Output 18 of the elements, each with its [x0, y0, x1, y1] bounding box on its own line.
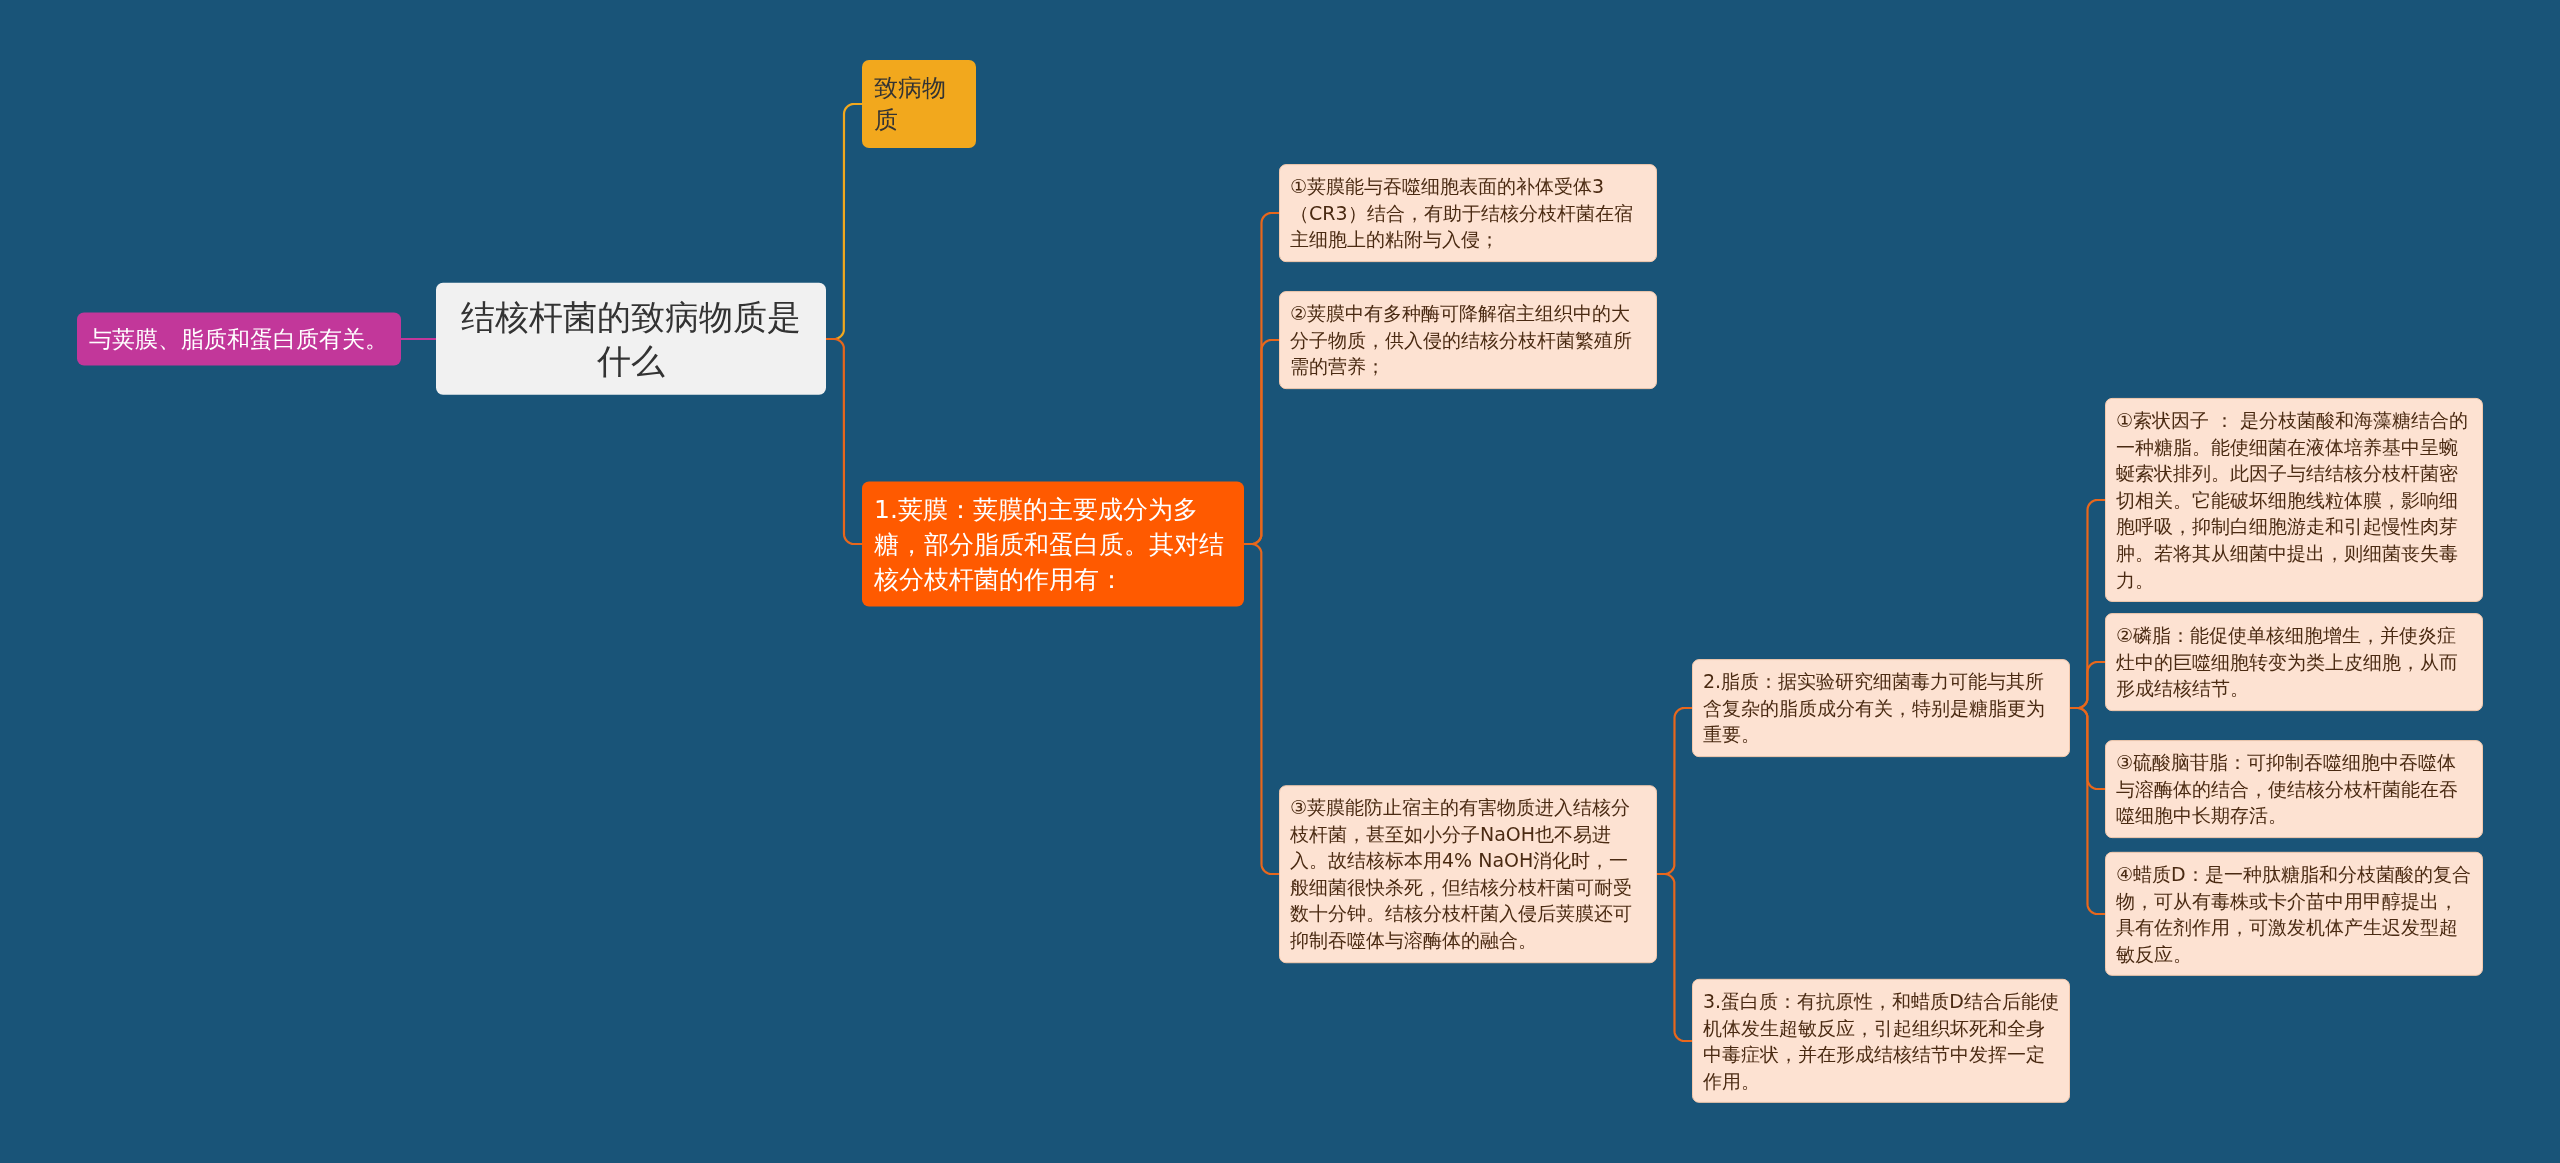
note-box: ④蜡质D：是一种肽糖脂和分枝菌酸的复合物，可从有毒株或卡介苗中用甲醇提出，具有佐剂作用，可激发机体产生迟发型超敏反应。	[2105, 851, 2483, 977]
note-box: ②荚膜中有多种酶可降解宿主组织中的大分子物质，供入侵的结核分枝杆菌繁殖所需的营养；	[1279, 291, 1657, 389]
topic-box: 致病物质	[862, 60, 976, 148]
connector-line	[826, 337, 862, 546]
connector-line	[1244, 542, 1279, 876]
branch-box: 1.荚膜：荚膜的主要成分为多糖，部分脂质和蛋白质。其对结核分枝杆菌的作用有：	[862, 481, 1244, 607]
note-box: ①索状因子 ： 是分枝菌酸和海藻糖结合的一种糖脂。能使细菌在液体培养基中呈蜿蜒索状排列。此因子与结结核分枝杆菌密切相关。它能破坏细胞线粒体膜，影响细胞呼吸，抑制白细胞游走和引起慢性肉芽肿。若将其从细菌中提出，则细菌丧失毒力。	[2105, 397, 2483, 603]
note-box: ③荚膜能防止宿主的有害物质进入结核分枝杆菌，甚至如小分子NaOH也不易进入。故结核标本用4% NaOH消化时，一般细菌很快杀死，但结核分枝杆菌可耐受数十分钟。结核分枝杆菌入侵后荚膜还可抑制吞噬体与溶酶体的融合。	[1279, 785, 1657, 963]
note-box: 2.脂质：据实验研究细菌毒力可能与其所含复杂的脂质成分有关，特别是糖脂更为重要。	[1692, 659, 2070, 757]
connector-line	[401, 337, 436, 341]
note-box: ③硫酸脑苷脂：可抑制吞噬细胞中吞噬体与溶酶体的结合，使结核分枝杆菌能在吞噬细胞中长期存活。	[2105, 740, 2483, 838]
note-box: 3.蛋白质：有抗原性，和蜡质D结合后能使机体发生超敏反应，引起组织坏死和全身中毒症状，并在形成结核结节中发挥一定作用。	[1692, 978, 2070, 1104]
note-box: ①荚膜能与吞噬细胞表面的补体受体3（CR3）结合，有助于结核分枝杆菌在宿主细胞上的粘附与入侵；	[1279, 164, 1657, 262]
root-topic-box: 结核杆菌的致病物质是什么	[436, 282, 826, 396]
note-box: ②磷脂：能促使单核细胞增生，并使炎症灶中的巨噬细胞转变为类上皮细胞，从而形成结核结节。	[2105, 613, 2483, 711]
connector-line	[1657, 872, 1692, 1043]
connector-line	[2070, 706, 2105, 916]
answer-box: 与荚膜、脂质和蛋白质有关。	[77, 312, 401, 366]
